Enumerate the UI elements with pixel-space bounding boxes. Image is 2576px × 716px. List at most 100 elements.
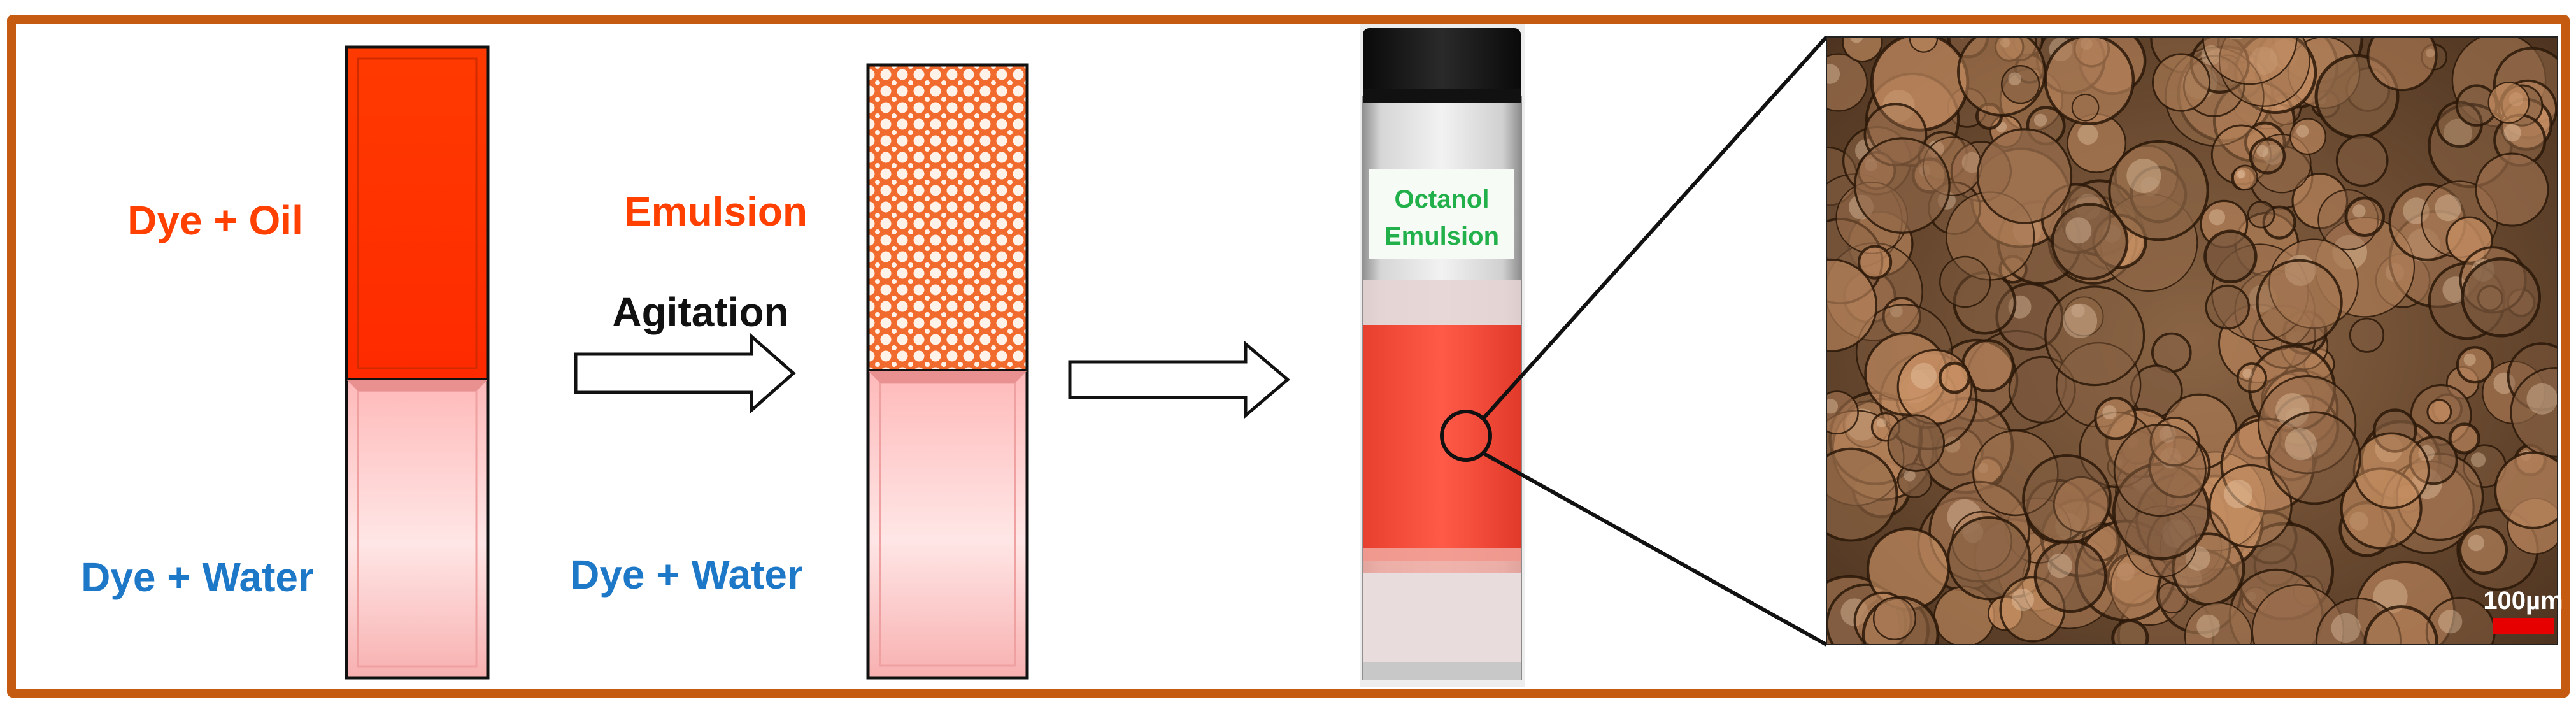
droplet <box>1887 414 1946 472</box>
droplet <box>2335 134 2389 187</box>
droplet-highlight <box>2463 353 2476 366</box>
droplet-highlight <box>2284 255 2316 286</box>
droplet-highlight <box>2444 118 2472 148</box>
droplet-highlight <box>2237 169 2246 178</box>
droplet <box>2289 118 2326 155</box>
agitation-arrow <box>574 333 796 414</box>
droplet <box>2044 285 2145 387</box>
middle-column <box>866 63 1029 680</box>
droplet <box>2022 454 2112 544</box>
oil-layer <box>345 45 490 382</box>
droplet-highlight <box>1889 304 1903 318</box>
droplet <box>2249 138 2286 175</box>
droplet-highlight <box>2352 204 2366 218</box>
droplet <box>1994 37 2025 62</box>
droplet <box>2366 37 2438 92</box>
droplet-highlight <box>2209 209 2226 226</box>
process-arrow <box>1068 340 1290 419</box>
droplet <box>1870 37 1970 132</box>
vial-cap <box>1363 28 1521 103</box>
droplet-highlight <box>1826 399 1839 414</box>
droplet <box>2218 37 2310 107</box>
droplet <box>2203 229 2258 284</box>
droplet-highlight <box>2284 428 2317 461</box>
droplet <box>2349 317 2385 353</box>
water-layer-right <box>866 369 1029 680</box>
droplet-highlight <box>2468 534 2485 552</box>
droplet-highlight <box>2403 197 2430 224</box>
droplet <box>2510 367 2558 458</box>
droplet <box>2267 411 2361 505</box>
scale-bar-label: 100µm <box>2483 587 2563 615</box>
droplet <box>1938 361 1971 394</box>
droplet <box>1826 53 1868 112</box>
droplet-highlight <box>2438 610 2463 634</box>
droplet <box>2262 205 2296 240</box>
water-label-right: Dye + Water <box>570 552 803 598</box>
droplet-highlight <box>2331 613 2361 643</box>
droplet <box>2456 346 2494 384</box>
droplet <box>2426 399 2452 425</box>
droplet <box>2051 203 2129 281</box>
droplet-highlight <box>2102 405 2117 420</box>
droplet-highlight <box>2008 72 2022 86</box>
droplet <box>1858 245 1893 280</box>
droplet-highlight <box>2000 38 2010 48</box>
droplet-highlight <box>2435 194 2462 222</box>
droplet <box>2461 257 2542 338</box>
droplet-highlight <box>2201 45 2221 66</box>
droplet <box>2448 422 2480 455</box>
droplet <box>1842 37 1883 62</box>
droplet <box>2363 605 2438 645</box>
droplet-highlight <box>2426 48 2435 58</box>
droplet-highlight <box>2503 124 2521 142</box>
droplet <box>1976 128 2073 224</box>
droplet <box>2487 82 2530 124</box>
droplet-highlight <box>2224 480 2253 508</box>
droplet-highlight <box>2296 125 2309 138</box>
droplet <box>2209 464 2293 548</box>
droplet-highlight <box>2159 426 2176 443</box>
water-label-left: Dye + Water <box>81 554 314 600</box>
droplet-highlight <box>2242 368 2252 379</box>
droplet <box>2256 259 2343 346</box>
emulsion-layer <box>866 63 1029 373</box>
zoom-line-bottom <box>1483 452 1828 647</box>
droplet <box>1826 258 1878 353</box>
droplet <box>2149 416 2200 467</box>
agitation-label: Agitation <box>612 289 788 335</box>
droplet-highlight <box>1877 418 1887 428</box>
droplet <box>2494 451 2558 529</box>
droplet-highlight <box>2071 304 2085 318</box>
micrograph: 100µm <box>1826 36 2563 645</box>
zoom-line-top <box>1482 35 1828 420</box>
oil-label: Dye + Oil <box>127 197 303 243</box>
droplet-highlight <box>2062 303 2098 338</box>
droplet <box>1826 447 1898 542</box>
droplet-highlight <box>1849 37 1863 43</box>
droplet <box>2445 216 2493 264</box>
droplet <box>2184 602 2252 645</box>
droplet <box>1909 37 1939 53</box>
vial-water-layer <box>1363 573 1521 675</box>
droplet-highlight <box>2256 145 2268 157</box>
droplet <box>2247 200 2275 229</box>
droplet <box>2340 467 2423 550</box>
zoom-circle <box>1440 410 1492 462</box>
droplet-highlight <box>1826 64 1840 84</box>
droplet-highlight <box>2077 124 2098 145</box>
droplet-highlight <box>2196 614 2220 638</box>
droplet <box>2344 196 2385 237</box>
droplet-highlight <box>2011 588 2034 612</box>
droplet <box>1872 596 1917 641</box>
droplet-highlight <box>2226 37 2245 40</box>
vial-label-line1: Octanol <box>1395 185 1490 213</box>
droplet <box>2372 408 2417 453</box>
droplet <box>2458 525 2508 575</box>
droplet <box>2205 284 2251 330</box>
droplet <box>1826 390 1859 435</box>
water-layer <box>345 378 490 680</box>
droplet-highlight <box>2033 113 2047 127</box>
droplet-highlight <box>2126 159 2161 193</box>
